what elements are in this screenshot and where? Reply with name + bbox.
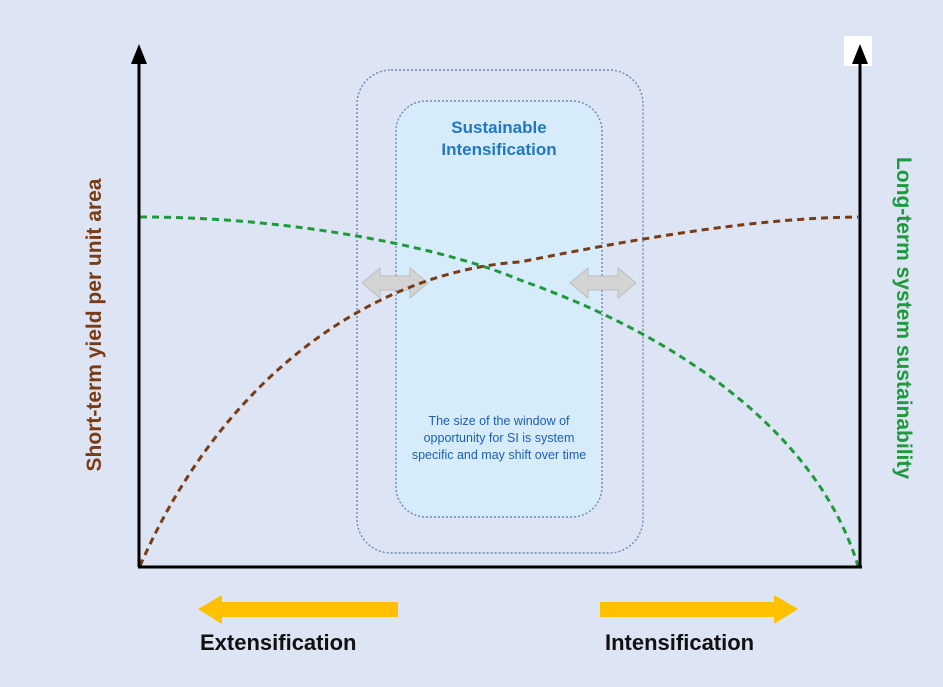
left-axis-label: Short-term yield per unit area	[83, 178, 106, 472]
extensification-label: Extensification	[200, 630, 357, 655]
window-title: Sustainable Intensification	[397, 117, 601, 161]
yield-curve	[138, 215, 859, 567]
window-title-line-2: Intensification	[441, 140, 557, 159]
window-note: The size of the window of opportunity fo…	[411, 414, 587, 462]
window-outer-boundary	[356, 69, 644, 554]
intensification-arrow	[600, 595, 798, 624]
window-title-line-1: Sustainable	[451, 118, 547, 137]
window-inner-boundary	[395, 100, 603, 518]
right-double-arrow	[569, 266, 637, 300]
intensification-label: Intensification	[605, 630, 755, 655]
extensification-arrow	[198, 595, 398, 624]
right-axis-label: Long-term system sustainability	[892, 156, 915, 480]
left-y-axis-arrowhead	[131, 44, 147, 64]
right-y-axis-arrowhead	[852, 44, 868, 64]
left-double-arrow	[361, 266, 429, 300]
sustainability-curve	[139, 215, 860, 567]
